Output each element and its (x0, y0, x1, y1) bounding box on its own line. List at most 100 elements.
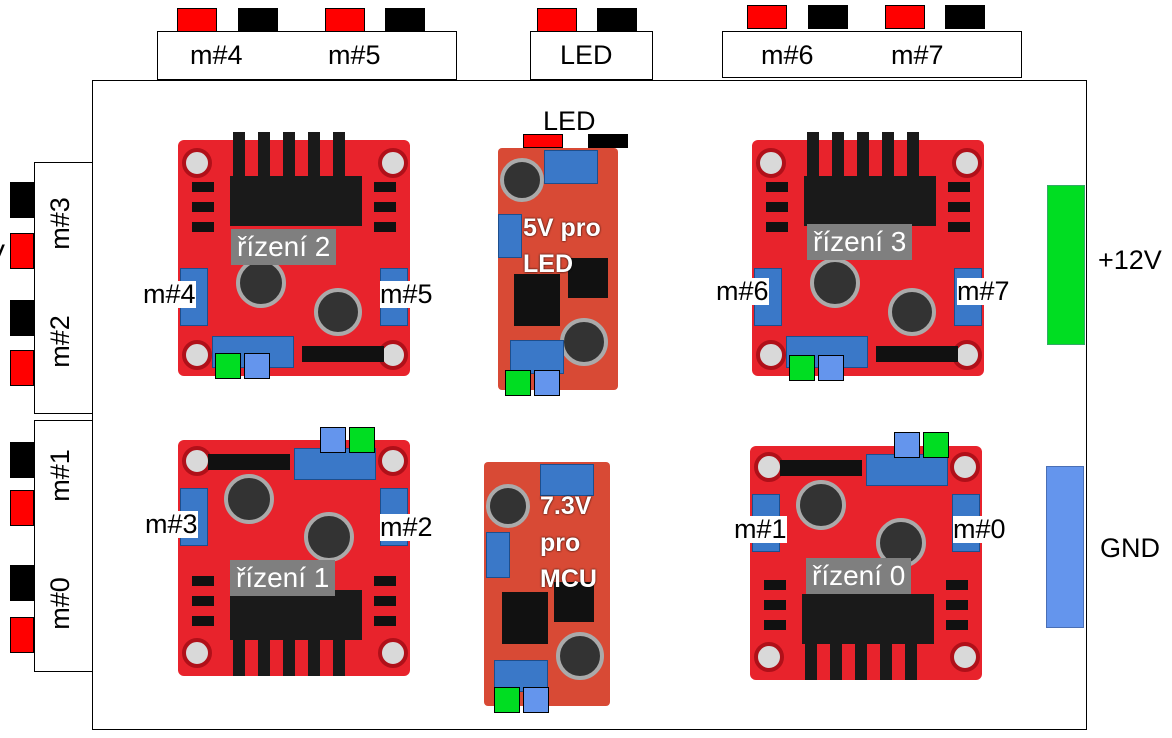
connector-label-m6: m#6 (761, 40, 814, 70)
mount-hole (950, 642, 980, 672)
smd-diode (192, 182, 214, 192)
gnd-label: GND (1100, 533, 1160, 563)
capacitor (224, 474, 274, 524)
driver-label-m7: m#7 (957, 276, 1010, 306)
heatsink-fin (805, 644, 817, 680)
mount-hole (756, 340, 786, 370)
heatsink-fin (832, 132, 844, 176)
smd-diode (766, 182, 788, 192)
pin-m2-negative (10, 300, 34, 336)
heatsink-fin (907, 132, 919, 176)
heatsink-fin (882, 132, 894, 176)
smd-diode (374, 616, 396, 626)
connector-m4-m5 (157, 31, 457, 80)
driver-label-m3: m#3 (145, 509, 198, 539)
mount-hole (182, 638, 212, 668)
heatsink-fin (880, 644, 892, 680)
capacitor (556, 632, 604, 680)
capacitor (314, 288, 362, 336)
converter-led-out-positive (523, 134, 563, 148)
converter-7v3-line-1: 7.3V (540, 492, 592, 520)
power-plus12v-marker (789, 355, 815, 381)
capacitor (486, 484, 530, 528)
pin-m7-negative (945, 5, 985, 29)
pin-m1-negative (10, 442, 34, 478)
driver-title-rizeni-3: řízení 3 (807, 224, 913, 260)
plus12v-bar (1047, 185, 1085, 345)
smd-diode (192, 202, 214, 212)
connector-label-m3: m#3 (44, 197, 75, 250)
driver-label-m1: m#1 (734, 514, 787, 544)
trim-potentiometer (486, 532, 510, 578)
heatsink-fin (830, 644, 842, 680)
pin-m0-positive (10, 617, 34, 653)
pin-m6-negative (808, 5, 848, 29)
mount-hole (378, 148, 408, 178)
connector-label-m4: m#4 (190, 40, 243, 70)
connector-label-led: LED (560, 40, 613, 70)
mount-hole (754, 642, 784, 672)
pin-m7-positive (885, 5, 925, 29)
power-terminal (294, 448, 376, 480)
screw-terminal (540, 464, 594, 496)
smd-diode (192, 576, 214, 586)
smd-diode (764, 620, 786, 630)
inductor (554, 582, 594, 622)
smd-diode (764, 600, 786, 610)
converter-7v3-line-2: pro (540, 529, 581, 557)
pin-m5-negative (385, 8, 425, 32)
heatsink (802, 594, 934, 644)
pin-m4-positive (177, 8, 217, 32)
power-gnd-marker (523, 687, 549, 713)
driver-board-rizeni-0 (750, 446, 982, 680)
power-gnd-marker (534, 370, 560, 396)
power-terminal (866, 454, 948, 486)
converter-top-label-led: LED (543, 106, 596, 136)
connector-label-m0: m#0 (44, 577, 75, 630)
plus12v-label: +12V (1098, 245, 1162, 275)
mount-hole (378, 638, 408, 668)
converter-led-out-negative (588, 134, 628, 148)
connector-m6-m7 (722, 31, 1022, 78)
mount-hole (950, 452, 980, 482)
capacitor (888, 288, 936, 336)
smd-diode (374, 576, 396, 586)
heatsink-fin (333, 640, 345, 676)
connector-label-m7: m#7 (891, 40, 944, 70)
gnd-bar (1046, 466, 1084, 628)
power-gnd-marker (818, 355, 844, 381)
pin-m3-positive (10, 233, 34, 269)
mount-hole (182, 340, 212, 370)
power-gnd-marker (894, 432, 920, 458)
pin-header (302, 346, 384, 362)
smd-diode (948, 222, 970, 232)
power-plus12v-marker (215, 353, 241, 379)
capacitor (810, 258, 860, 308)
smd-diode (374, 182, 396, 192)
smd-diode (766, 202, 788, 212)
driver-label-m5: m#5 (380, 279, 433, 309)
mount-hole (952, 148, 982, 178)
power-gnd-marker (320, 427, 346, 453)
pin-header (208, 454, 290, 470)
mount-hole (378, 446, 408, 476)
driver-label-m2: m#2 (380, 512, 433, 542)
connector-led (530, 31, 653, 80)
driver-title-rizeni-0: řízení 0 (806, 558, 912, 594)
smd-diode (946, 620, 968, 630)
pin-led-negative (597, 8, 637, 32)
connector-label-m2: m#2 (44, 315, 75, 368)
trim-potentiometer (498, 214, 522, 258)
pin-header (780, 460, 862, 476)
power-plus12v-marker (923, 432, 949, 458)
driver-label-m6: m#6 (716, 276, 769, 306)
mount-hole (756, 148, 786, 178)
heatsink-fin (258, 640, 270, 676)
driver-title-rizeni-2: řízení 2 (231, 229, 337, 265)
converter-5v-line-1: 5V pro (523, 214, 601, 242)
smd-diode (192, 616, 214, 626)
capacitor (236, 258, 286, 308)
mount-hole (378, 340, 408, 370)
heatsink-fin (283, 132, 295, 176)
smd-diode (192, 222, 214, 232)
